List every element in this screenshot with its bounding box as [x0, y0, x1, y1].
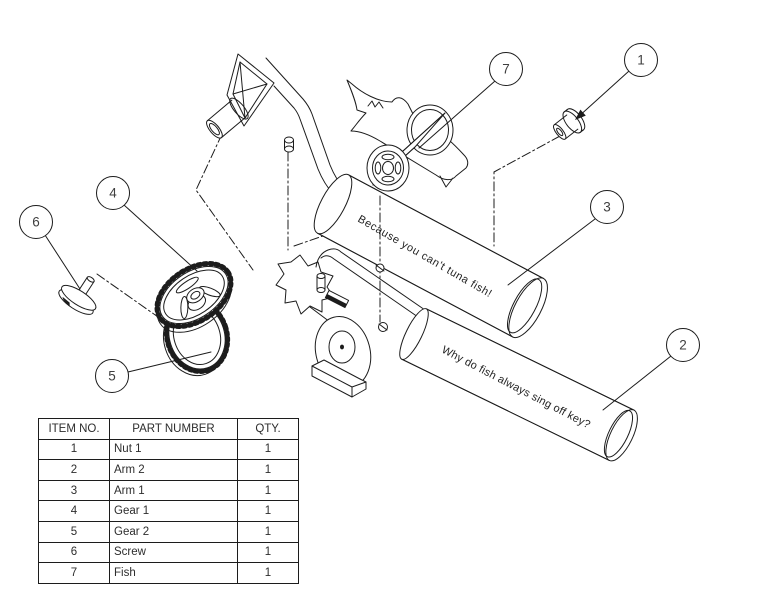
arm1-tube [313, 173, 548, 339]
balloon-5: 5 [95, 359, 129, 393]
bom-part-number: Nut 1 [109, 438, 238, 461]
bom-item-no: 6 [38, 541, 110, 564]
fish [346, 79, 469, 192]
table-row: 6 Screw 1 [38, 541, 299, 564]
arm2-tube [399, 308, 638, 462]
centerline-shaft-to-gears [195, 133, 254, 271]
arm2-top-edge-inner [320, 255, 419, 318]
bom-part-number: Arm 1 [109, 479, 238, 502]
bom-qty: 1 [237, 479, 299, 502]
arm2-key [324, 289, 350, 309]
fish-ventral-fin [439, 175, 454, 188]
arm1-shaft [206, 97, 249, 139]
bom-header-row: ITEM NO. PART NUMBER QTY. [38, 418, 299, 440]
leader-1-arrowhead [575, 109, 586, 120]
col-header-item-no: ITEM NO. [38, 418, 110, 440]
centerline-nut [493, 135, 561, 247]
screw-hole-lower [378, 322, 388, 332]
balloon-1: 1 [624, 43, 658, 77]
leader-2 [602, 355, 672, 411]
bom-qty: 1 [237, 459, 299, 481]
fish-body [346, 79, 469, 181]
bom-item-no: 4 [38, 500, 110, 522]
bom-table: ITEM NO. PART NUMBER QTY. 1 Nut 1 1 2 Ar… [38, 418, 299, 584]
leader-6 [44, 234, 81, 290]
balloon-leaders [44, 70, 672, 411]
table-row: 3 Arm 1 1 [38, 479, 299, 502]
fish-finlets [367, 100, 384, 109]
col-header-qty: QTY. [237, 418, 299, 440]
arm2-foot [311, 359, 367, 398]
balloon-7-label: 7 [502, 62, 510, 77]
arm2-star-end [275, 254, 335, 315]
bom-item-no: 3 [38, 479, 110, 502]
leader-7 [418, 80, 496, 149]
bom-qty: 1 [237, 438, 299, 461]
arm2-top-edge [315, 248, 426, 311]
balloon-2: 2 [666, 328, 700, 362]
table-row: 7 Fish 1 [38, 562, 299, 584]
table-row: 4 Gear 1 1 [38, 500, 299, 522]
table-row: 2 Arm 2 1 [38, 459, 299, 481]
screw-hole-upper [375, 263, 385, 273]
leader-4 [123, 204, 198, 272]
balloon-5-label: 5 [108, 369, 116, 384]
balloon-2-label: 2 [679, 338, 687, 353]
table-row: 1 Nut 1 1 [38, 438, 299, 461]
balloon-1-label: 1 [637, 53, 645, 68]
arm2-bottom-edge [309, 306, 331, 323]
bom-qty: 1 [237, 562, 299, 584]
balloon-6-label: 6 [32, 215, 40, 230]
balloon-4-label: 4 [109, 186, 117, 201]
balloons: 1 2 3 4 5 6 7 [19, 43, 700, 393]
arm1-peg [284, 136, 294, 153]
col-header-part-number: PART NUMBER [109, 418, 238, 440]
balloon-4: 4 [96, 176, 130, 210]
leader-1 [576, 70, 630, 119]
bom-part-number: Screw [109, 541, 238, 564]
leader-3 [507, 218, 596, 286]
balloon-6: 6 [19, 205, 53, 239]
arm2-peg [316, 273, 326, 293]
balloon-3: 3 [590, 190, 624, 224]
bom-item-no: 2 [38, 459, 110, 481]
bom-item-no: 5 [38, 520, 110, 543]
bom-item-no: 1 [38, 438, 110, 461]
bom-part-number: Gear 1 [109, 500, 238, 522]
bom-part-number: Fish [109, 562, 238, 584]
bom-item-no: 7 [38, 562, 110, 584]
fish-knob [366, 104, 454, 192]
table-row: 5 Gear 2 1 [38, 520, 299, 543]
bom-qty: 1 [237, 520, 299, 543]
leader-5 [127, 351, 212, 373]
bom-part-number: Gear 2 [109, 520, 238, 543]
balloon-3-label: 3 [603, 200, 611, 215]
bom-qty: 1 [237, 541, 299, 564]
centerlines-front [375, 195, 388, 332]
screw [58, 276, 97, 315]
bom-part-number: Arm 2 [109, 459, 238, 481]
arm2-plate [275, 248, 426, 398]
gear-1 [154, 261, 234, 333]
balloon-7: 7 [489, 52, 523, 86]
bom-qty: 1 [237, 500, 299, 522]
